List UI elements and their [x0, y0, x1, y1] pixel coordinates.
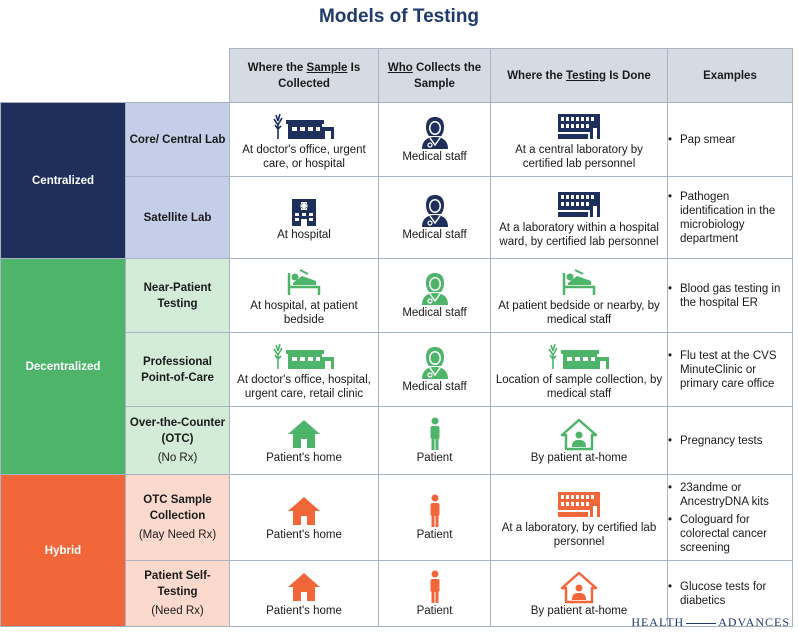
- collected-cell: At doctor's office, urgent care, or hosp…: [229, 102, 379, 177]
- row-name: Near-Patient Testing: [125, 258, 230, 333]
- medical-staff-icon: [420, 272, 450, 306]
- page-title: Models of Testing: [318, 6, 480, 27]
- examples-cell: Pathogen identification in the microbiol…: [667, 176, 793, 259]
- table-row: Professional Point-of-Care At doctor's o…: [1, 332, 793, 407]
- row-name: Core/ Central Lab: [125, 102, 230, 177]
- done-cell: Location of sample collection, by medica…: [490, 332, 668, 407]
- table-row: Hybrid OTC Sample Collection(May Need Rx…: [0, 474, 793, 627]
- who-cell: Medical staff: [378, 102, 491, 177]
- table-row: Patient Self-Testing(Need Rx) Patient's …: [1, 560, 793, 627]
- who-cell: Patient: [378, 474, 491, 561]
- home-person-icon: [559, 417, 599, 451]
- patient-icon: [428, 417, 442, 451]
- models-table: Where the Sample Is Collected Who Collec…: [0, 48, 793, 627]
- example-item: Blood gas testing in the hospital ER: [668, 282, 792, 310]
- who-cell: Patient: [378, 560, 491, 627]
- done-cell: At patient bedside or nearby, by medical…: [490, 258, 668, 333]
- group-decentralized: Decentralized: [0, 258, 126, 475]
- table-row: Over-the-Counter (OTC)(No Rx) Patient's …: [1, 406, 793, 475]
- collected-cell: At hospital: [229, 176, 379, 259]
- done-cell: At a central laboratory by certified lab…: [490, 102, 668, 177]
- table-row: Decentralized Near-Patient Testing At ho…: [0, 258, 793, 475]
- collected-cell: Patient's home: [229, 474, 379, 561]
- laboratory-icon: [556, 487, 602, 521]
- group-centralized: Centralized: [0, 102, 126, 259]
- home-icon: [286, 570, 322, 604]
- done-cell: At a laboratory within a hospital ward, …: [490, 176, 668, 259]
- examples-cell: Blood gas testing in the hospital ER: [667, 258, 793, 333]
- hospital-bed-icon: [561, 265, 597, 299]
- example-item: Pathogen identification in the microbiol…: [668, 190, 792, 246]
- collected-cell: At hospital, at patient bedside: [229, 258, 379, 333]
- example-item: Glucose tests for diabetics: [668, 580, 792, 608]
- table-row: Centralized Core/ Central Lab At doctor'…: [0, 102, 793, 259]
- row-name: Patient Self-Testing(Need Rx): [125, 560, 230, 627]
- examples-cell: Pregnancy tests: [667, 406, 793, 475]
- home-icon: [286, 417, 322, 451]
- who-cell: Medical staff: [378, 258, 491, 333]
- medical-staff-icon: [420, 194, 450, 228]
- example-item: Pregnancy tests: [668, 434, 792, 448]
- examples-cell: Pap smear: [667, 102, 793, 177]
- header-where-done: Where the Testing Is Done: [490, 48, 668, 103]
- group-hybrid: Hybrid: [0, 474, 126, 627]
- patient-icon: [428, 494, 442, 528]
- home-icon: [286, 494, 322, 528]
- done-cell: By patient at-home: [490, 560, 668, 627]
- table-row: Satellite Lab At hospital Medical staff …: [1, 176, 793, 259]
- row-name: Over-the-Counter (OTC)(No Rx): [125, 406, 230, 475]
- hospital-icon: [289, 194, 319, 228]
- row-name: OTC Sample Collection(May Need Rx): [125, 474, 230, 561]
- medical-staff-icon: [420, 116, 450, 150]
- collected-cell: Patient's home: [229, 560, 379, 627]
- header-who-collects: Who Collects the Sample: [378, 48, 491, 103]
- row-name: Professional Point-of-Care: [125, 332, 230, 407]
- corner-blank: [0, 48, 230, 103]
- home-person-icon: [559, 570, 599, 604]
- clinic-icon: [547, 339, 611, 373]
- who-cell: Patient: [378, 406, 491, 475]
- header-where-collected: Where the Sample Is Collected: [229, 48, 379, 103]
- laboratory-icon: [556, 109, 602, 143]
- done-cell: At a laboratory, by certified lab person…: [490, 474, 668, 561]
- clinic-icon: [272, 109, 336, 143]
- example-item: Flu test at the CVS MinuteClinic or prim…: [668, 349, 792, 391]
- examples-cell: Glucose tests for diabetics: [667, 560, 793, 627]
- done-cell: By patient at-home: [490, 406, 668, 475]
- examples-cell: Flu test at the CVS MinuteClinic or prim…: [667, 332, 793, 407]
- examples-cell: 23andme or AncestryDNA kitsCologuard for…: [667, 474, 793, 561]
- clinic-icon: [272, 339, 336, 373]
- who-cell: Medical staff: [378, 176, 491, 259]
- medical-staff-icon: [420, 346, 450, 380]
- example-item: Cologuard for colorectal cancer screenin…: [668, 513, 792, 555]
- row-name: Satellite Lab: [125, 176, 230, 259]
- collected-cell: At doctor's office, hospital, urgent car…: [229, 332, 379, 407]
- example-item: 23andme or AncestryDNA kits: [668, 481, 792, 509]
- header-examples: Examples: [667, 48, 793, 103]
- collected-cell: Patient's home: [229, 406, 379, 475]
- patient-icon: [428, 570, 442, 604]
- who-cell: Medical staff: [378, 332, 491, 407]
- laboratory-icon: [556, 187, 602, 221]
- example-item: Pap smear: [668, 133, 792, 147]
- hospital-bed-icon: [286, 265, 322, 299]
